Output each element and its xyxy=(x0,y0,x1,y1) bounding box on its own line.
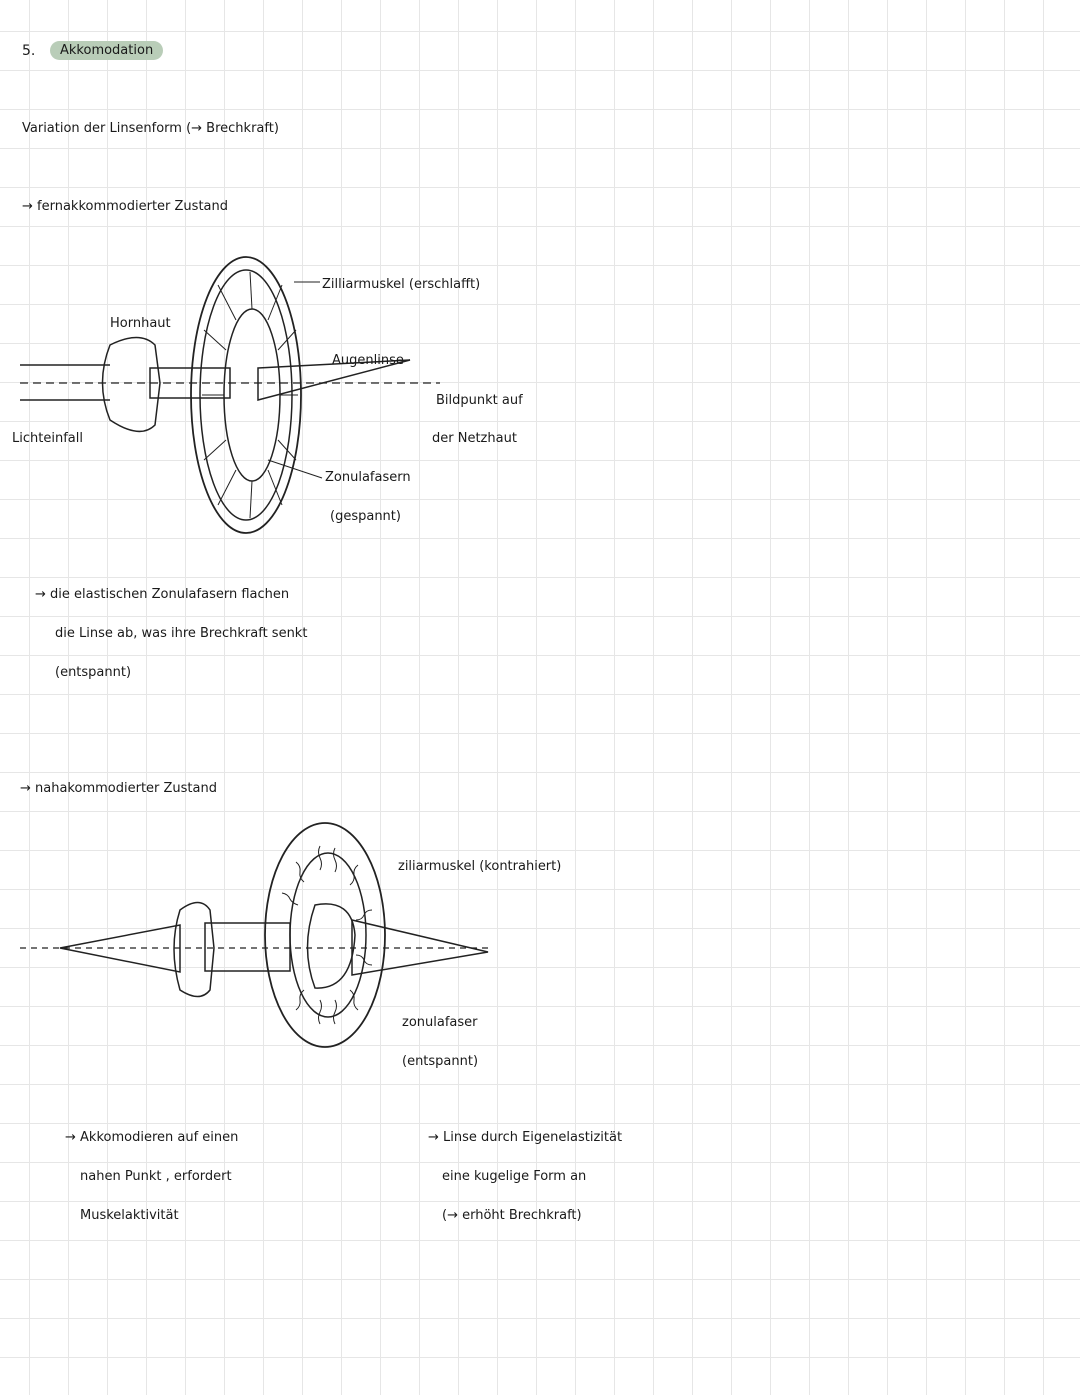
near-ciliary-ring-inner xyxy=(289,852,367,1018)
near-light-cone xyxy=(59,924,181,973)
far-ciliary-ring-outer xyxy=(190,256,302,534)
far-label-muscle: Zilliarmuskel (erschlafft) xyxy=(322,277,481,292)
near-note-left-1: → Akkomodieren auf einen xyxy=(65,1130,239,1145)
far-label-image-point-2: der Netzhaut xyxy=(432,431,517,446)
far-label-cornea: Hornhaut xyxy=(110,316,171,331)
far-note-line-2: die Linse ab, was ihre Brechkraft senkt xyxy=(55,626,308,641)
far-label-zonula-state: (gespannt) xyxy=(330,509,401,524)
near-cornea xyxy=(173,901,215,998)
near-zonula-fibers xyxy=(281,845,373,1025)
near-label-muscle: ziliarmuskel (kontrahiert) xyxy=(398,859,562,874)
near-ciliary-ring-outer xyxy=(264,822,386,1048)
far-note-line-1: → die elastischen Zonulafasern flachen xyxy=(35,587,290,602)
near-note-right-3: (→ erhöht Brechkraft) xyxy=(442,1208,582,1223)
near-label-zonula-state: (entspannt) xyxy=(402,1054,479,1069)
far-heading: → fernakkommodierter Zustand xyxy=(22,199,229,214)
far-diagram xyxy=(20,256,440,534)
far-label-image-point-1: Bildpunkt auf xyxy=(436,393,523,408)
near-label-zonula: zonulafaser xyxy=(402,1015,478,1030)
near-note-right-1: → Linse durch Eigenelastizität xyxy=(428,1130,623,1145)
far-lens-cone xyxy=(257,359,411,401)
near-heading: → nahakommodierter Zustand xyxy=(20,781,217,796)
near-refraction-cone xyxy=(351,919,489,976)
near-note-right-2: eine kugelige Form an xyxy=(442,1169,587,1184)
section-number: 5. xyxy=(22,43,36,59)
far-zonula-pointer xyxy=(267,459,323,479)
far-label-lens: Augenlinse xyxy=(332,353,404,368)
far-label-zonula: Zonulafasern xyxy=(325,470,411,485)
far-label-light: Lichteinfall xyxy=(12,431,83,446)
near-diagram xyxy=(20,822,490,1048)
near-cornea-stem xyxy=(204,922,291,972)
far-cornea-stem xyxy=(149,367,231,399)
far-cornea xyxy=(101,336,161,433)
near-lens xyxy=(306,903,356,989)
near-note-left-3: Muskelaktivität xyxy=(80,1208,179,1223)
far-ciliary-ring-inner xyxy=(223,308,281,482)
section-title-highlight: Akkomodation xyxy=(50,41,164,60)
far-zonula-fibers xyxy=(202,271,298,519)
near-note-left-2: nahen Punkt , erfordert xyxy=(80,1169,232,1184)
intro-text: Variation der Linsenform (→ Brechkraft) xyxy=(22,121,279,136)
far-note-line-3: (entspannt) xyxy=(55,665,132,680)
